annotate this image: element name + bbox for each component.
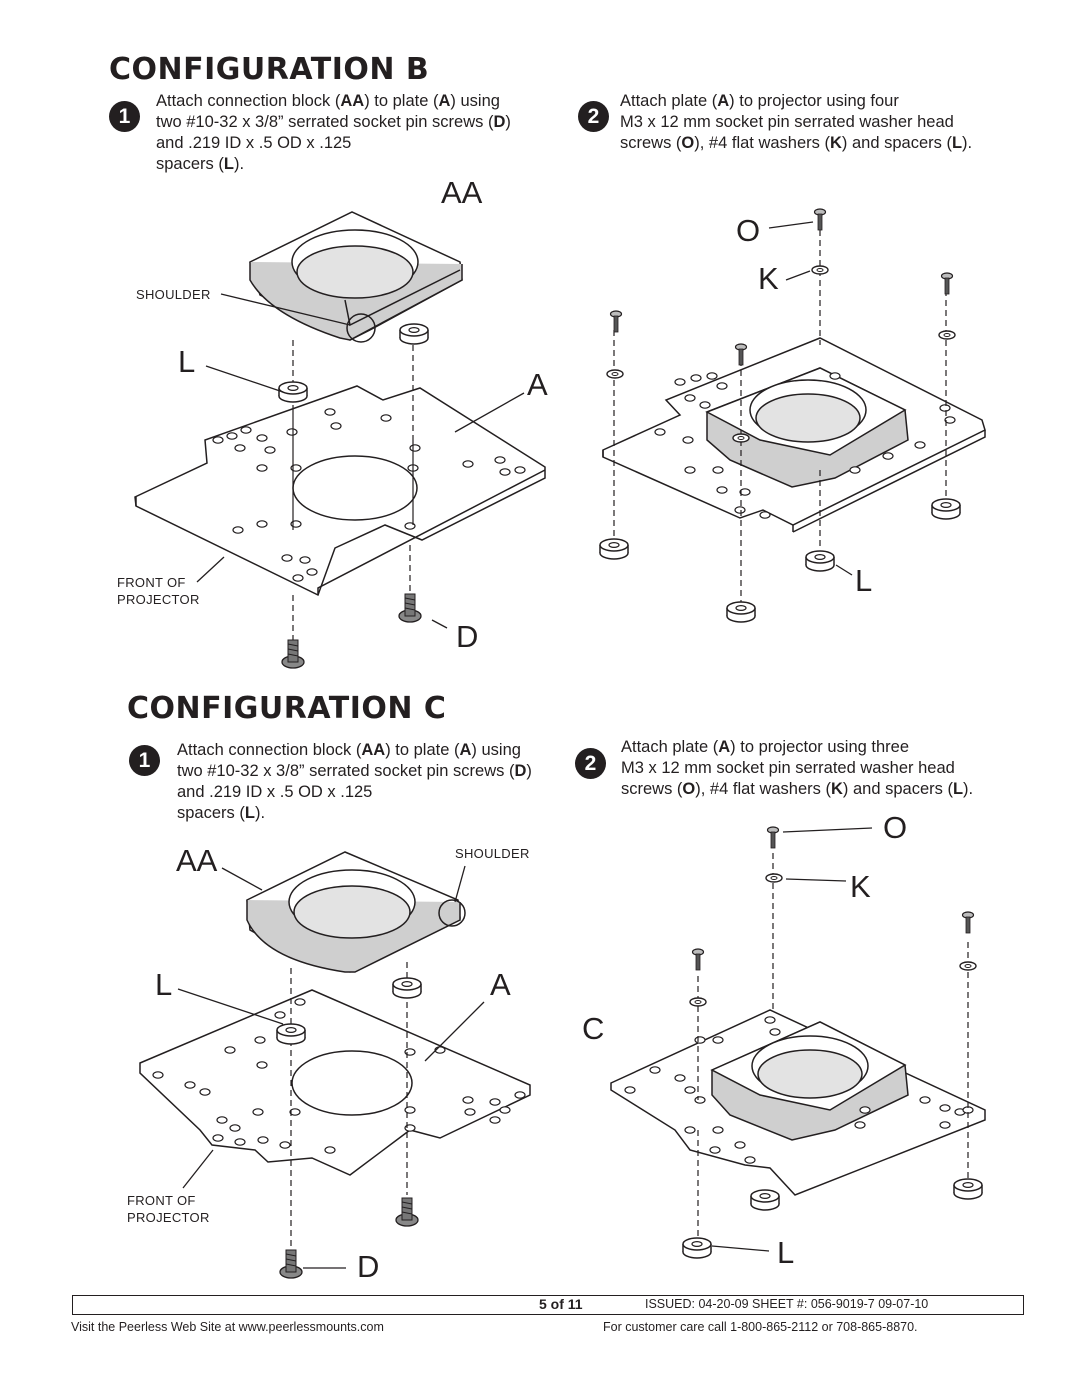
config-c-step2-leaders bbox=[711, 827, 873, 1252]
config-c-label-l: L bbox=[155, 967, 173, 1002]
config-c-spacer-left bbox=[276, 1023, 306, 1045]
config-c-spacer-right bbox=[392, 977, 422, 999]
config-c-title: CONFIGURATION C bbox=[127, 691, 447, 726]
config-b-screw-o-1 bbox=[813, 208, 827, 231]
config-c-step1-leaders bbox=[177, 865, 485, 1269]
config-c-label-d: D bbox=[357, 1249, 380, 1284]
config-b-spacer-right bbox=[399, 323, 429, 345]
config-c-label-k: K bbox=[850, 869, 871, 904]
config-c-label-projector: PROJECTOR bbox=[127, 1210, 210, 1225]
step-text-line: M3 x 12 mm socket pin serrated washer he… bbox=[620, 113, 954, 131]
footer-box bbox=[72, 1295, 1024, 1315]
config-b-step2-assembly-lines bbox=[613, 220, 947, 605]
config-b-connection-block-aa bbox=[249, 211, 463, 343]
config-b-label-o: O bbox=[736, 213, 761, 248]
config-b-plate-a bbox=[134, 385, 546, 597]
customer-care-line: For customer care call 1-800-865-2112 or… bbox=[603, 1320, 918, 1334]
config-b-label-shoulder: SHOULDER bbox=[136, 287, 211, 302]
step-text-line: two #10-32 x 3/8” serrated socket pin sc… bbox=[156, 113, 511, 131]
config-c-step2-assembly-lines bbox=[697, 853, 969, 1240]
config-c-label-o: O bbox=[883, 810, 908, 845]
config-b-label-l: L bbox=[178, 344, 196, 379]
config-b-label-aa: AA bbox=[441, 175, 483, 210]
config-b-step1-text: Attach connection block (AA) to plate (A… bbox=[156, 91, 511, 175]
step-text-line: M3 x 12 mm socket pin serrated washer he… bbox=[621, 759, 955, 777]
config-b-label-k: K bbox=[758, 261, 779, 296]
step-text-line: screws (O), #4 flat washers (K) and spac… bbox=[620, 134, 973, 152]
config-b-step2-spacer-2 bbox=[599, 538, 629, 560]
config-b-screw-o-2 bbox=[940, 272, 954, 295]
config-c-washer-k-1 bbox=[765, 873, 783, 883]
config-b-step1-assembly-lines bbox=[292, 340, 414, 640]
config-b-washer-k-1 bbox=[811, 265, 829, 275]
config-b-step2-text: Attach plate (A) to projector using four… bbox=[620, 91, 972, 154]
config-b-step1-leaders bbox=[196, 293, 525, 629]
config-c-plate-a bbox=[139, 989, 531, 1176]
config-c-label-c: C bbox=[582, 1011, 605, 1046]
step-text-line: Attach connection block (AA) to plate (A… bbox=[156, 92, 500, 110]
config-b-washer-k-2 bbox=[938, 330, 956, 340]
config-c-step1-assembly-lines bbox=[290, 962, 408, 1260]
page-number: 5 of 11 bbox=[539, 1296, 583, 1312]
website-line: Visit the Peerless Web Site at www.peerl… bbox=[71, 1320, 384, 1334]
issued-info: ISSUED: 04-20-09 SHEET #: 056-9019-7 09-… bbox=[645, 1297, 929, 1311]
config-c-screw-o-1 bbox=[766, 826, 780, 849]
config-b-step2-spacer-3 bbox=[805, 550, 835, 572]
config-b-title: CONFIGURATION B bbox=[109, 52, 430, 87]
config-b-label-l2: L bbox=[855, 563, 873, 598]
step-text-line: screws (O), #4 flat washers (K) and spac… bbox=[621, 780, 974, 798]
step-text-line: and .219 ID x .5 OD x .125 bbox=[177, 783, 373, 801]
config-b-step1-badge: 1 bbox=[109, 101, 140, 132]
step-text-line: Attach connection block (AA) to plate (A… bbox=[177, 741, 521, 759]
config-b-label-front-of: FRONT OF bbox=[117, 575, 186, 590]
config-c-label-a: A bbox=[490, 967, 511, 1002]
config-b-screw-left bbox=[281, 639, 305, 669]
config-c-step2-block bbox=[710, 1021, 909, 1141]
step-text-line: two #10-32 x 3/8” serrated socket pin sc… bbox=[177, 762, 532, 780]
config-c-washer-k-3 bbox=[689, 997, 707, 1007]
config-c-label-front-of: FRONT OF bbox=[127, 1193, 196, 1208]
config-b-label-projector: PROJECTOR bbox=[117, 592, 200, 607]
config-c-washer-k-2 bbox=[959, 961, 977, 971]
config-c-label-shoulder: SHOULDER bbox=[455, 846, 530, 861]
config-c-screw-o-2 bbox=[961, 911, 975, 934]
config-c-step1-text: Attach connection block (AA) to plate (A… bbox=[177, 740, 532, 824]
step-text-line: Attach plate (A) to projector using four bbox=[620, 92, 899, 110]
config-b-label-a: A bbox=[527, 367, 548, 402]
config-c-label-aa: AA bbox=[176, 843, 218, 878]
config-b-step2-block bbox=[705, 367, 909, 488]
step-text-line: spacers (L). bbox=[156, 155, 245, 173]
config-c-screw-right bbox=[395, 1197, 419, 1227]
step-text-line: and .219 ID x .5 OD x .125 bbox=[156, 134, 352, 152]
config-c-screw-left bbox=[279, 1249, 303, 1279]
step-text-line: Attach plate (A) to projector using thre… bbox=[621, 738, 909, 756]
config-c-step2-spacer-2 bbox=[750, 1189, 780, 1211]
config-b-step2-spacer-1 bbox=[931, 498, 961, 520]
config-b-screw-right bbox=[398, 593, 422, 623]
config-b-step2-badge: 2 bbox=[578, 101, 609, 132]
config-c-step2-text: Attach plate (A) to projector using thre… bbox=[621, 737, 973, 800]
config-b-step2-leaders bbox=[768, 221, 853, 576]
config-c-step2-badge: 2 bbox=[575, 748, 606, 779]
step-text-line: spacers (L). bbox=[177, 804, 266, 822]
config-b-spacer-left bbox=[278, 381, 308, 403]
config-c-step1-badge: 1 bbox=[129, 745, 160, 776]
config-c-connection-block-aa bbox=[246, 851, 466, 973]
config-c-screw-o-3 bbox=[691, 948, 705, 971]
config-b-label-d: D bbox=[456, 619, 479, 654]
config-b-screw-o-4 bbox=[734, 343, 748, 366]
config-b-washer-k-3 bbox=[606, 369, 624, 379]
config-b-screw-o-3 bbox=[609, 310, 623, 333]
config-c-step2-spacer-3 bbox=[682, 1237, 712, 1259]
config-b-step2-spacer-4 bbox=[726, 601, 756, 623]
config-b-washer-k-4 bbox=[732, 433, 750, 443]
config-c-label-l2: L bbox=[777, 1235, 795, 1270]
config-c-step2-spacer-1 bbox=[953, 1178, 983, 1200]
